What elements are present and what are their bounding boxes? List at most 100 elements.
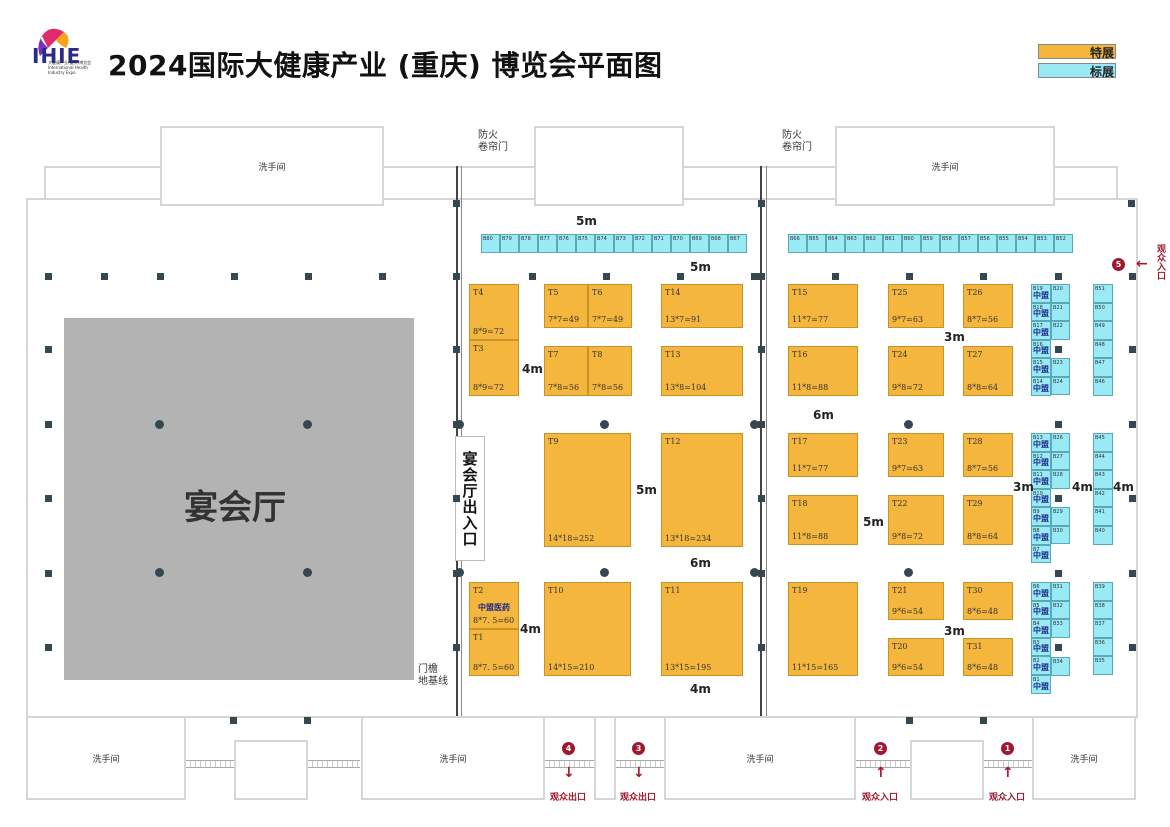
std-booth-top-left[interactable]: B77 xyxy=(538,234,557,253)
std-booth-top-right[interactable]: B54 xyxy=(1016,234,1035,253)
std-booth-top-right[interactable]: B64 xyxy=(826,234,845,253)
std-booth-top-left[interactable]: B68 xyxy=(709,234,728,253)
std-booth-col-c[interactable]: B38 xyxy=(1093,600,1113,620)
exit-label[interactable]: 观众入口 xyxy=(862,793,899,803)
std-booth-col-b[interactable]: B34 xyxy=(1051,657,1070,676)
std-booth-col-b[interactable]: B21 xyxy=(1051,302,1070,322)
std-booth-col-c[interactable]: B41 xyxy=(1093,507,1113,526)
std-booth-top-right[interactable]: B58 xyxy=(940,234,959,253)
std-booth-top-right[interactable]: B57 xyxy=(959,234,978,253)
std-booth-top-left[interactable]: B71 xyxy=(652,234,671,253)
std-booth-top-left[interactable]: B74 xyxy=(595,234,614,253)
std-booth-col-c[interactable]: B47 xyxy=(1093,358,1113,377)
std-booth-col-c[interactable]: B43 xyxy=(1093,470,1113,489)
std-booth-top-left[interactable]: B79 xyxy=(500,234,519,253)
std-booth-top-right[interactable]: B63 xyxy=(845,234,864,253)
std-booth-top-right[interactable]: B52 xyxy=(1054,234,1073,253)
std-booth-top-right[interactable]: B60 xyxy=(902,234,921,253)
std-booth-top-left[interactable]: B78 xyxy=(519,234,538,253)
std-booth-col-b[interactable]: B22 xyxy=(1051,321,1070,340)
exit-label[interactable]: 观众入口 xyxy=(989,793,1026,803)
std-booth-top-right[interactable]: B66 xyxy=(788,234,807,253)
std-booth-col-c[interactable]: B39 xyxy=(1093,582,1113,601)
exit-label[interactable]: 观众出口 xyxy=(620,793,657,803)
std-booth-top-left[interactable]: B72 xyxy=(633,234,652,253)
std-booth-col-b[interactable]: B31 xyxy=(1051,582,1070,601)
std-booth-top-left[interactable]: B80 xyxy=(481,234,500,253)
std-booth-top-right[interactable]: B61 xyxy=(883,234,902,253)
std-booth-col-b[interactable]: B28 xyxy=(1051,470,1070,489)
std-booth-col-c[interactable]: B37 xyxy=(1093,619,1113,638)
std-booth-col-c[interactable]: B35 xyxy=(1093,656,1113,675)
std-booth-col-b[interactable]: B24 xyxy=(1051,376,1070,396)
std-booth-col-c[interactable]: B44 xyxy=(1093,451,1113,471)
std-booth-top-left[interactable]: B70 xyxy=(671,234,690,253)
std-booth-col-b[interactable]: B33 xyxy=(1051,619,1070,638)
std-booth-col-c[interactable]: B48 xyxy=(1093,339,1113,359)
std-booth-top-right[interactable]: B59 xyxy=(921,234,940,253)
std-booth-top-left[interactable]: B75 xyxy=(576,234,595,253)
std-booth-col-b[interactable]: B23 xyxy=(1051,358,1070,377)
exit-label[interactable]: 观众出口 xyxy=(550,793,587,803)
std-booth-col-b[interactable]: B27 xyxy=(1051,451,1070,471)
exit-label[interactable]: 观众入口 xyxy=(1155,244,1165,280)
std-booth-col-b[interactable]: B26 xyxy=(1051,433,1070,452)
std-booth-col-c[interactable]: B42 xyxy=(1093,488,1113,508)
std-booth-top-right[interactable]: B56 xyxy=(978,234,997,253)
std-booth-col-c[interactable]: B49 xyxy=(1093,321,1113,340)
std-booth-col-c[interactable]: B45 xyxy=(1093,433,1113,452)
std-booth-top-right[interactable]: B53 xyxy=(1035,234,1054,253)
std-booth-top-left[interactable]: B67 xyxy=(728,234,747,253)
std-booth-top-left[interactable]: B76 xyxy=(557,234,576,253)
std-booth-top-right[interactable]: B62 xyxy=(864,234,883,253)
std-booth-col-c[interactable]: B50 xyxy=(1093,302,1113,322)
